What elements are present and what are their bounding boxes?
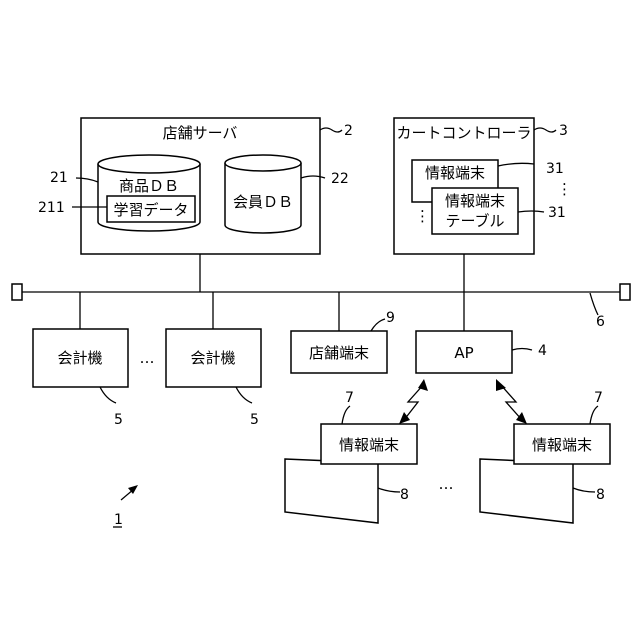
terminal-left-leader <box>342 406 350 424</box>
checkout-left-label: 会計機 <box>57 349 102 367</box>
store-terminal-label: 店舗端末 <box>309 344 369 362</box>
terminal-right-ref: 7 <box>594 390 603 406</box>
checkout-left: 会計機 5 <box>33 329 128 428</box>
info-table-back-ref: 31 <box>546 161 564 177</box>
cart-right-leader <box>573 488 595 492</box>
wireless-link-right <box>496 379 527 424</box>
access-point-label: AP <box>454 344 473 362</box>
network-ref: 6 <box>596 314 605 330</box>
member-db-ref: 22 <box>331 171 349 187</box>
info-table-front-label-1: 情報端末 <box>445 192 505 210</box>
product-db-top <box>98 155 200 173</box>
checkout-right: 会計機 5 <box>166 329 261 428</box>
store-server-ref: 2 <box>344 123 353 139</box>
terminal-right-leader <box>590 406 598 424</box>
system-ref: 1 <box>114 512 123 528</box>
access-point-ref: 4 <box>538 343 547 359</box>
wireless-bolt-left <box>404 384 424 420</box>
product-db-ref: 21 <box>50 170 68 186</box>
terminal-left-label: 情報端末 <box>339 436 399 454</box>
bus-terminator-left <box>12 284 22 300</box>
learning-data-ref: 211 <box>38 200 65 216</box>
cart-left-ref: 8 <box>400 487 409 503</box>
info-table-front-ref: 31 <box>548 205 566 221</box>
checkout-ellipsis: … <box>140 349 155 367</box>
store-terminal-leader <box>371 319 385 331</box>
terminal-right-label: 情報端末 <box>532 436 592 454</box>
store-terminal-ref: 9 <box>386 310 395 326</box>
checkout-right-ref: 5 <box>250 412 259 428</box>
cart-controller-ref: 3 <box>559 123 568 139</box>
checkout-right-leader <box>236 387 252 403</box>
checkout-left-leader <box>100 387 116 403</box>
store-server-leader <box>320 128 342 132</box>
wireless-arrowhead-right-bottom <box>516 412 527 424</box>
store-server: 店舗サーバ 2 商品ＤＢ 21 学習データ 211 会員ＤＢ 22 <box>38 118 353 254</box>
bus-terminator-right <box>620 284 630 300</box>
system-reference: 1 <box>113 485 138 528</box>
member-db-top <box>225 155 301 171</box>
cart-right-basket <box>480 459 573 523</box>
store-terminal: 店舗端末 9 <box>291 310 395 373</box>
checkout-right-label: 会計機 <box>190 349 235 367</box>
cart-controller: カートコントローラ 3 情報端末 31 ⋮ ⋮ 情報端末 テーブル 31 <box>394 118 572 254</box>
access-point-leader <box>512 349 532 351</box>
info-table-ellipsis-vertical: ⋮ <box>557 180 572 198</box>
wireless-bolt-right <box>500 384 522 420</box>
cart-right-ref: 8 <box>596 487 605 503</box>
product-db-label: 商品ＤＢ <box>119 177 179 195</box>
checkout-left-ref: 5 <box>114 412 123 428</box>
network-leader <box>590 293 598 315</box>
cart-ellipsis: … <box>439 475 454 493</box>
learning-data: 学習データ 211 <box>38 196 195 222</box>
cart-left: 情報端末 7 8 <box>285 390 417 523</box>
terminal-left-ref: 7 <box>345 390 354 406</box>
info-table-back-label: 情報端末 <box>425 164 485 182</box>
wireless-link-left <box>399 379 428 424</box>
member-db: 会員ＤＢ 22 <box>225 155 349 233</box>
cart-controller-label: カートコントローラ <box>396 124 531 142</box>
network-bus: 6 <box>12 254 630 331</box>
info-table-ellipsis: ⋮ <box>415 207 430 225</box>
info-table-front-label-2: テーブル <box>445 212 504 230</box>
access-point: AP 4 <box>416 331 547 373</box>
cart-left-basket <box>285 459 378 523</box>
learning-data-label: 学習データ <box>113 201 188 219</box>
cart-right: 情報端末 7 8 <box>480 390 610 523</box>
store-server-label: 店舗サーバ <box>163 124 238 142</box>
member-db-label: 会員ＤＢ <box>233 193 293 211</box>
cart-left-leader <box>378 488 400 492</box>
cart-controller-leader <box>534 128 556 132</box>
